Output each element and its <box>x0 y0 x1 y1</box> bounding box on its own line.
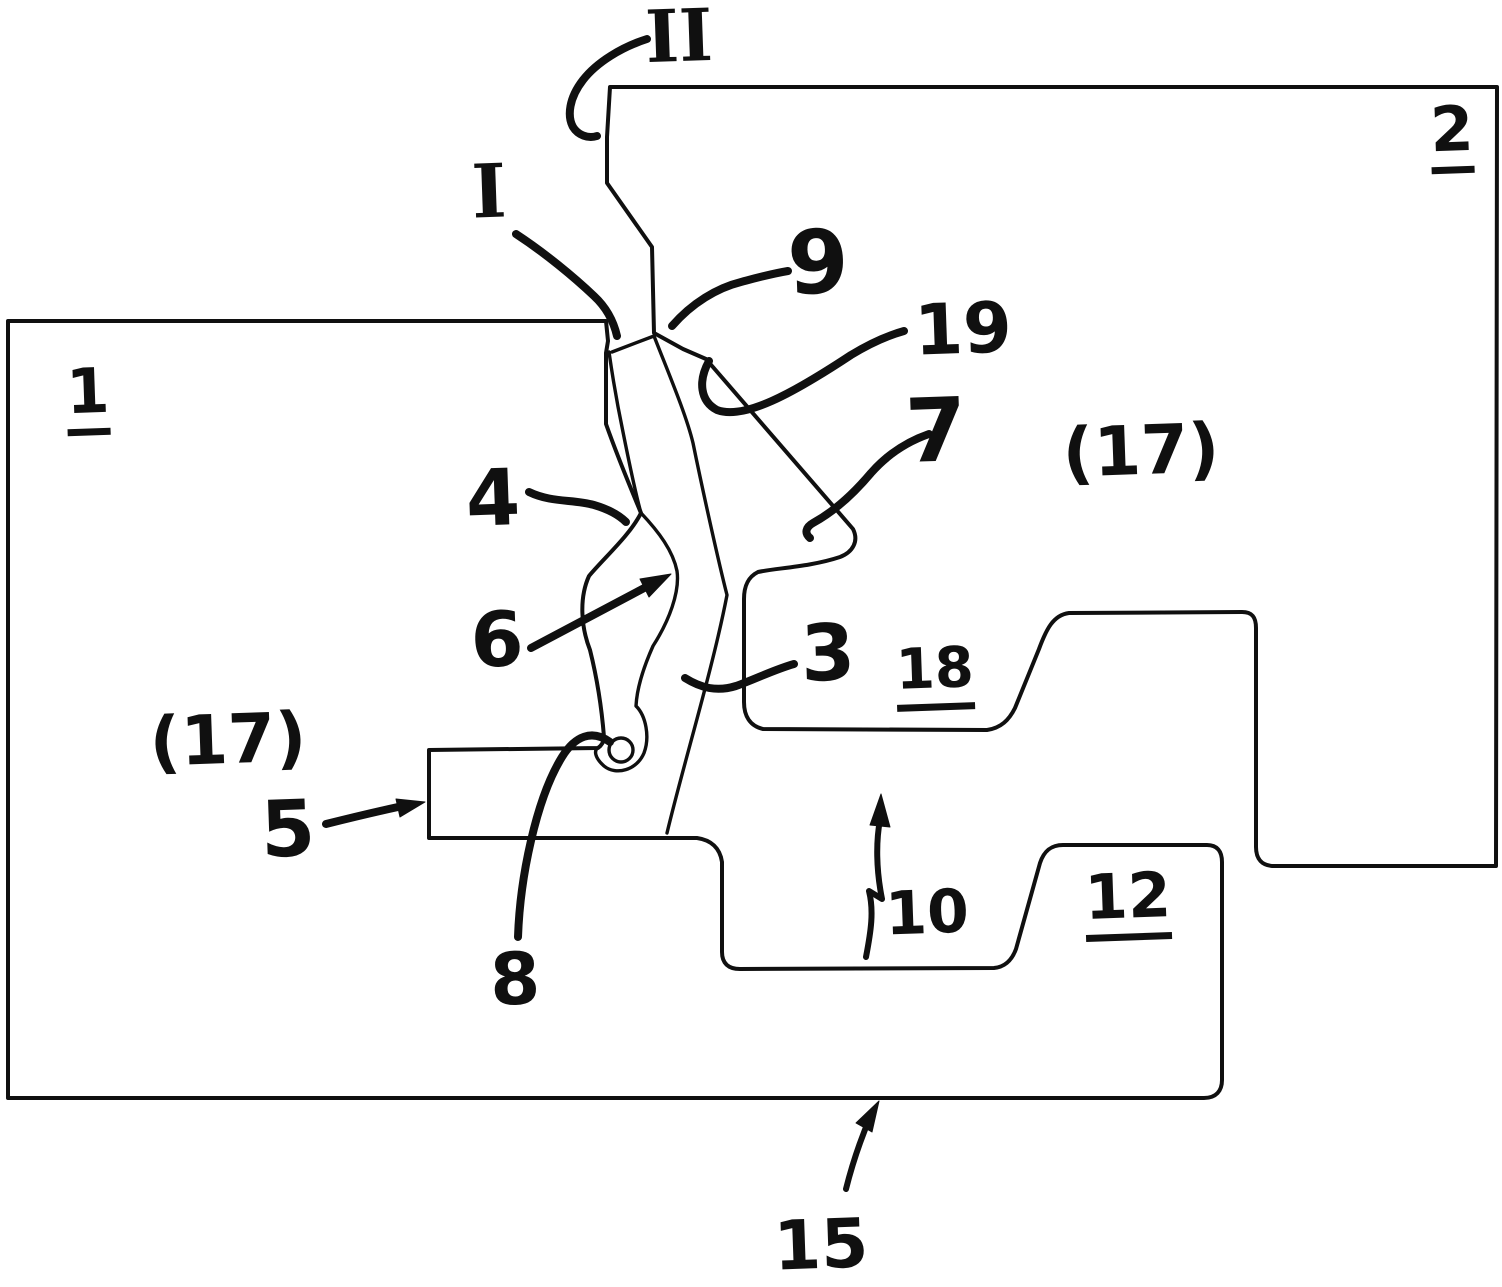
leader-19 <box>698 327 908 417</box>
label-10: 10 <box>884 876 970 950</box>
arrow-10 <box>863 793 891 960</box>
arrow-15 <box>843 1100 880 1192</box>
left-panel-outline <box>6 319 1224 1100</box>
leader-3 <box>681 660 798 693</box>
arrow-5-shaft <box>322 803 402 828</box>
label-1: 1 <box>65 354 111 437</box>
leader-II <box>565 35 651 141</box>
leader-9 <box>668 267 792 330</box>
arrow-15-head <box>855 1100 880 1133</box>
arrow-6-head <box>639 573 672 598</box>
arrow-5-head <box>395 798 426 818</box>
label-5: 5 <box>259 784 317 876</box>
label-18: 18 <box>895 635 976 712</box>
label-4: 4 <box>464 453 522 545</box>
leader-7 <box>802 430 933 542</box>
leader-I <box>512 230 621 340</box>
label-2: 2 <box>1429 92 1475 175</box>
label-12: 12 <box>1083 858 1173 942</box>
arrow-10-head <box>869 793 891 828</box>
label-6: 6 <box>469 594 525 685</box>
label-3: 3 <box>799 608 857 700</box>
leader-8 <box>514 731 614 941</box>
arrow-10-shaft <box>863 817 885 960</box>
arrow-5 <box>322 798 426 828</box>
label-I: I <box>470 148 508 236</box>
right-panel-outline <box>605 85 1499 868</box>
label-15: 15 <box>772 1204 870 1287</box>
label-17-left: (17) <box>148 698 308 783</box>
label-7: 7 <box>903 377 969 484</box>
label-9: 9 <box>785 209 851 316</box>
arrow-6 <box>527 573 672 652</box>
label-19: 19 <box>912 286 1014 372</box>
joint-mouth-line <box>610 334 656 354</box>
label-II: II <box>643 0 715 80</box>
leader-4 <box>525 488 630 526</box>
label-8: 8 <box>488 936 542 1022</box>
knob-inner-circle <box>607 736 635 764</box>
arrow-6-shaft <box>527 582 652 652</box>
label-17-right: (17) <box>1061 409 1221 494</box>
joint-seam-line <box>652 334 729 835</box>
tongue-profile <box>593 350 680 773</box>
